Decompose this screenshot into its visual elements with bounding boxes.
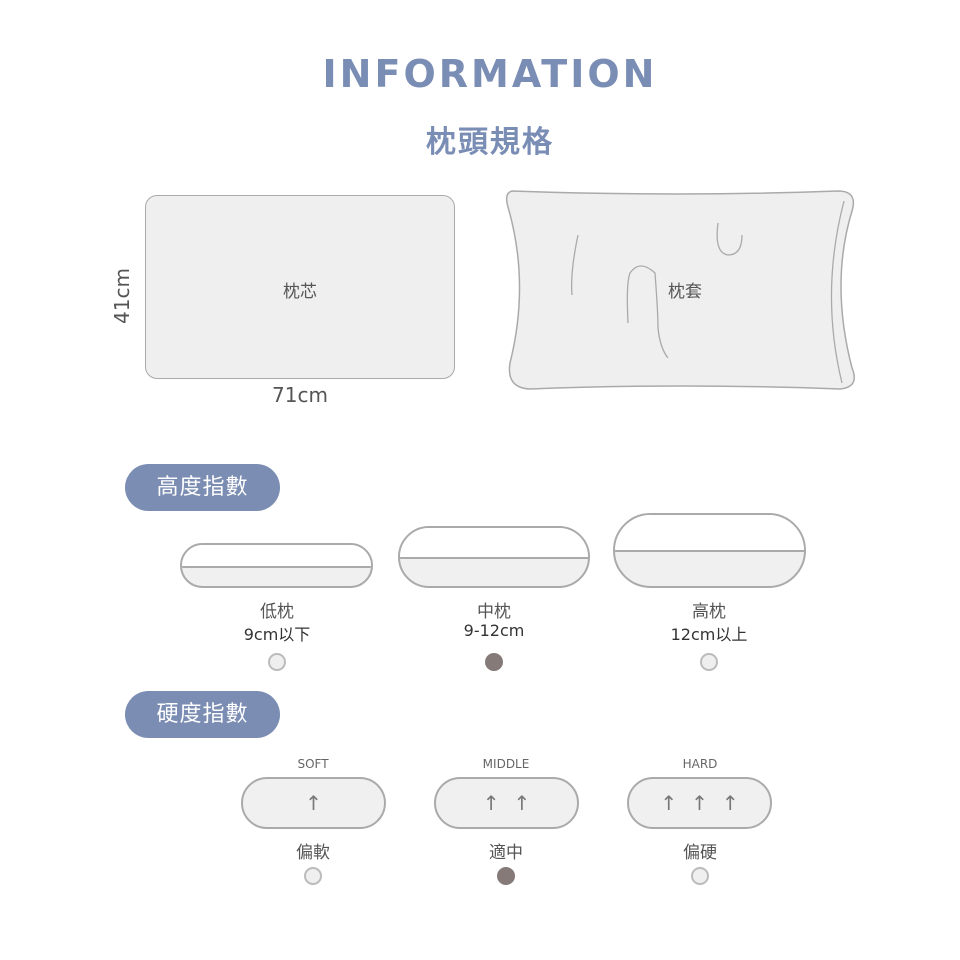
height-option-name: 中枕 bbox=[477, 602, 511, 622]
height-option-radio[interactable] bbox=[268, 653, 286, 671]
height-option-radio-selected[interactable] bbox=[485, 653, 503, 671]
height-option-radio[interactable] bbox=[700, 653, 718, 671]
page-subtitle: 枕頭規格 bbox=[426, 125, 554, 160]
low-pillow-icon bbox=[180, 543, 373, 588]
hardness-option-name: 偏硬 bbox=[683, 843, 717, 863]
page-title: INFORMATION bbox=[322, 52, 658, 96]
hardness-option-name: 偏軟 bbox=[296, 843, 330, 863]
arrow-up-icon: ↑ bbox=[691, 791, 708, 815]
hardness-level: SOFT bbox=[297, 757, 329, 771]
hard-pillow-icon: ↑ ↑ ↑ bbox=[627, 777, 772, 829]
high-pillow-icon bbox=[613, 513, 806, 588]
middle-pillow-icon: ↑↑ bbox=[434, 777, 579, 829]
pillow-core-diagram bbox=[145, 195, 455, 379]
height-option-name: 低枕 bbox=[260, 602, 294, 622]
width-dimension: 71cm bbox=[272, 383, 328, 407]
height-option-range: 9cm以下 bbox=[243, 625, 311, 644]
mid-pillow-icon bbox=[398, 526, 590, 588]
hardness-level: HARD bbox=[682, 757, 718, 771]
case-label: 枕套 bbox=[668, 282, 702, 302]
height-index-heading: 高度指數 bbox=[125, 464, 280, 511]
pillowcase-diagram bbox=[505, 190, 855, 390]
hardness-option-name: 適中 bbox=[489, 843, 523, 863]
hardness-option-radio[interactable] bbox=[304, 867, 322, 885]
height-option-name: 高枕 bbox=[692, 602, 726, 622]
arrow-up-icon: ↑ bbox=[305, 791, 322, 815]
arrow-up-icon: ↑ bbox=[513, 791, 531, 815]
hardness-level: MIDDLE bbox=[482, 757, 530, 771]
hardness-index-heading: 硬度指數 bbox=[125, 691, 280, 738]
height-option-range: 9-12cm bbox=[463, 621, 525, 640]
hardness-option-radio-selected[interactable] bbox=[497, 867, 515, 885]
hardness-option-radio[interactable] bbox=[691, 867, 709, 885]
core-label: 枕芯 bbox=[283, 282, 317, 302]
height-option-range: 12cm以上 bbox=[670, 625, 748, 644]
height-dimension: 41cm bbox=[110, 268, 134, 324]
arrow-up-icon: ↑ bbox=[660, 791, 678, 815]
soft-pillow-icon: ↑ bbox=[241, 777, 386, 829]
arrow-up-icon: ↑ bbox=[721, 791, 739, 815]
arrow-up-icon: ↑ bbox=[482, 791, 500, 815]
